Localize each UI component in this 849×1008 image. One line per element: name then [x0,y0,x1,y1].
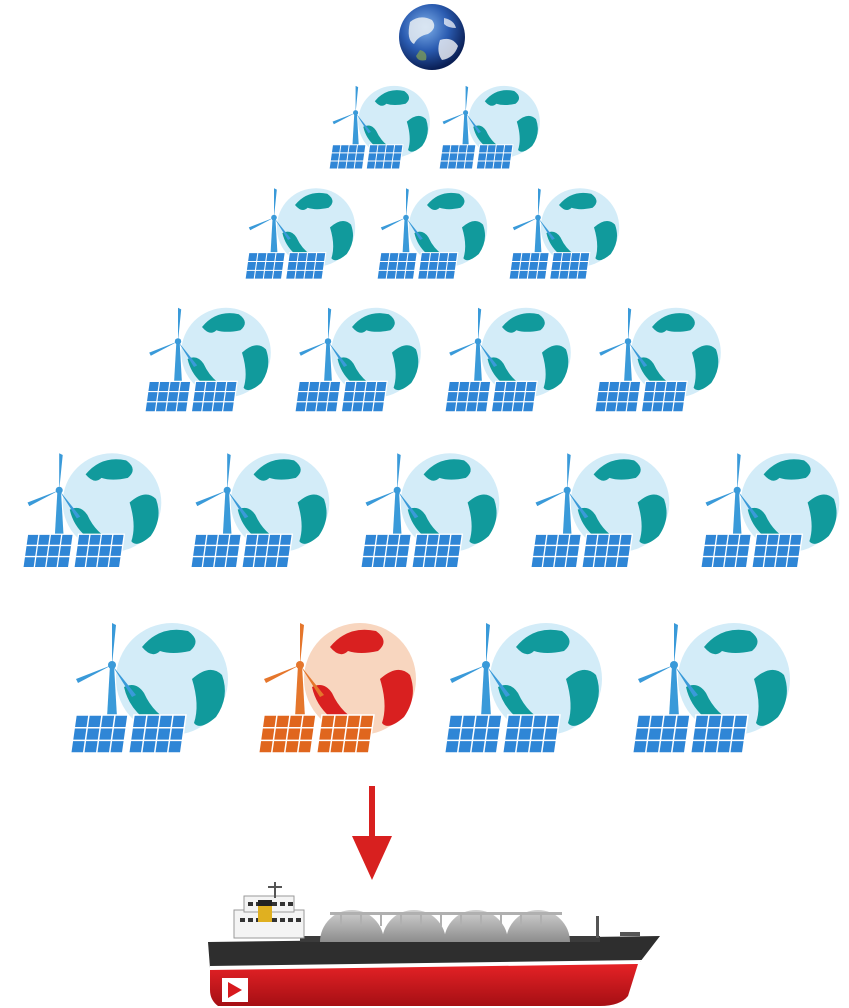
down-arrow-icon [352,786,392,880]
globe-pyramid [23,86,839,753]
highlighted-globe-unit [259,623,416,753]
pyramid-row [145,308,721,412]
globe-unit [445,623,602,753]
pyramid-row [71,623,790,753]
globe-unit [377,188,487,279]
lng-tanker-icon [208,882,660,1006]
globe-unit [633,623,790,753]
globe-unit [245,188,355,279]
globe-unit [701,453,839,567]
globe-unit [445,308,571,412]
globe-unit [509,188,619,279]
globe-unit [361,453,499,567]
globe-unit [531,453,669,567]
globe-unit [439,86,540,169]
globe-unit [23,453,161,567]
globe-unit [71,623,228,753]
globe-unit [191,453,329,567]
globe-unit [295,308,421,412]
pyramid-row [245,188,619,279]
pyramid-row [329,86,540,169]
earth-icon [399,4,465,70]
globe-unit [145,308,271,412]
globe-unit [595,308,721,412]
pyramid-row [23,453,839,567]
globe-unit [329,86,430,169]
